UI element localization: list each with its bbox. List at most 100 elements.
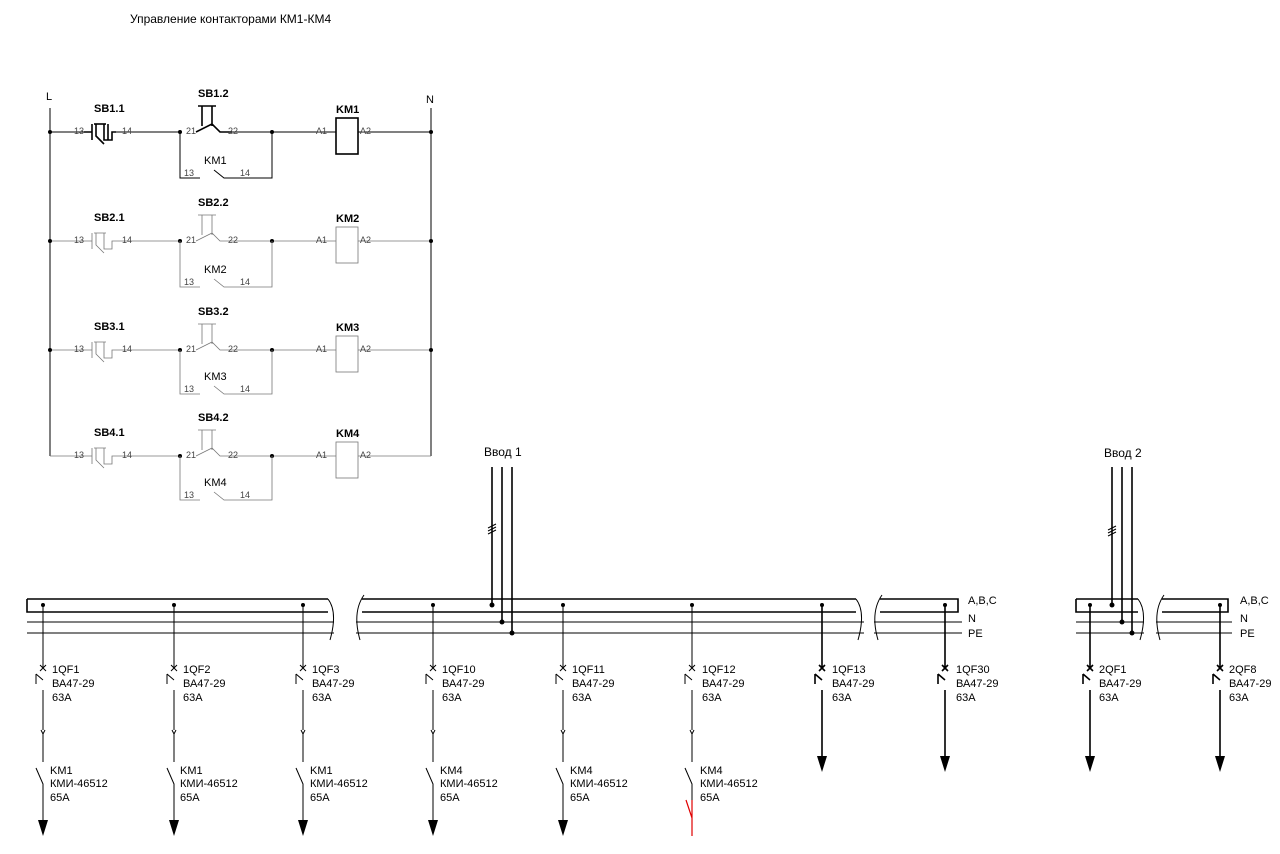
svg-text:KM1: KM1 — [204, 155, 227, 167]
svg-text:KM2: KM2 — [204, 264, 227, 276]
svg-text:21: 21 — [186, 450, 196, 460]
svg-text:KM3: KM3 — [336, 322, 359, 334]
svg-text:A,B,C: A,B,C — [1240, 595, 1269, 607]
svg-text:SB3.2: SB3.2 — [198, 306, 229, 318]
svg-text:2QF1: 2QF1 — [1099, 664, 1127, 676]
svg-text:14: 14 — [122, 126, 132, 136]
svg-text:13: 13 — [74, 126, 84, 136]
feeder-1qf3: 1QF3 ВА47-29 63A KM1 КМИ-46512 65A — [295, 603, 368, 836]
svg-text:A1: A1 — [316, 126, 327, 136]
svg-text:13: 13 — [184, 384, 194, 394]
svg-text:A2: A2 — [360, 450, 371, 460]
feeder-1qf1: 1QF1 ВА47-29 63A KM1 КМИ-46512 65A — [35, 603, 108, 836]
svg-text:A1: A1 — [316, 235, 327, 245]
svg-text:ВА47-29: ВА47-29 — [312, 678, 354, 690]
svg-text:КМИ-46512: КМИ-46512 — [700, 778, 758, 790]
svg-text:A1: A1 — [316, 450, 327, 460]
svg-text:1QF13: 1QF13 — [832, 664, 866, 676]
svg-text:ВА47-29: ВА47-29 — [702, 678, 744, 690]
svg-text:14: 14 — [122, 344, 132, 354]
feeder-2qf1: 2QF1 ВА47-29 63A — [1082, 603, 1141, 772]
svg-text:A,B,C: A,B,C — [968, 595, 997, 607]
svg-text:ВА47-29: ВА47-29 — [956, 678, 998, 690]
svg-text:SB4.1: SB4.1 — [94, 427, 125, 439]
svg-text:14: 14 — [240, 168, 250, 178]
svg-text:KM1: KM1 — [180, 765, 203, 777]
svg-text:A2: A2 — [360, 126, 371, 136]
svg-text:KM4: KM4 — [440, 765, 463, 777]
svg-text:63A: 63A — [572, 692, 592, 704]
svg-text:KM2: KM2 — [336, 213, 359, 225]
svg-text:SB1.2: SB1.2 — [198, 88, 229, 100]
svg-text:KM1: KM1 — [50, 765, 73, 777]
svg-text:21: 21 — [186, 344, 196, 354]
svg-text:1QF2: 1QF2 — [183, 664, 211, 676]
svg-text:21: 21 — [186, 235, 196, 245]
svg-text:63A: 63A — [442, 692, 462, 704]
stop-button-sb3-1: SB3.1 13 14 — [74, 321, 132, 363]
svg-text:65A: 65A — [310, 792, 330, 804]
svg-text:14: 14 — [240, 384, 250, 394]
svg-text:КМИ-46512: КМИ-46512 — [310, 778, 368, 790]
svg-text:ВА47-29: ВА47-29 — [442, 678, 484, 690]
svg-text:ВА47-29: ВА47-29 — [572, 678, 614, 690]
svg-text:KM4: KM4 — [570, 765, 593, 777]
feeder-1qf13: 1QF13 ВА47-29 63A — [814, 603, 874, 772]
highlight-conductor — [685, 799, 693, 836]
svg-text:1QF3: 1QF3 — [312, 664, 340, 676]
svg-text:14: 14 — [122, 235, 132, 245]
aux-contact-km4: KM4 13 14 — [179, 456, 273, 501]
svg-text:63A: 63A — [1099, 692, 1119, 704]
start-button-sb4-2: SB4.2 21 22 — [186, 412, 238, 460]
rung-4: SB4.1 13 14 SB4.2 21 22 KM4 13 14 KM4 A1… — [50, 412, 431, 501]
svg-text:63A: 63A — [1229, 692, 1249, 704]
svg-text:SB1.1: SB1.1 — [94, 103, 125, 115]
svg-text:13: 13 — [74, 450, 84, 460]
rung-2: SB2.1 13 14 SB2.2 21 22 KM2 13 14 KM2 A1… — [48, 197, 433, 288]
stop-button-sb1-1: SB1.1 13 14 — [74, 103, 132, 145]
svg-text:22: 22 — [228, 235, 238, 245]
svg-text:КМИ-46512: КМИ-46512 — [570, 778, 628, 790]
svg-text:A2: A2 — [360, 344, 371, 354]
svg-text:14: 14 — [240, 490, 250, 500]
svg-text:13: 13 — [184, 168, 194, 178]
control-circuit: L N SB1.1 13 14 SB1.2 — [46, 88, 434, 501]
svg-text:65A: 65A — [570, 792, 590, 804]
aux-contact-km1: KM1 13 14 — [179, 132, 273, 179]
svg-text:PE: PE — [968, 628, 983, 640]
feeder-1qf10: 1QF10 ВА47-29 63A KM4 КМИ-46512 65A — [425, 603, 498, 836]
svg-text:PE: PE — [1240, 628, 1255, 640]
feeder-1qf30: 1QF30 ВА47-29 63A — [937, 603, 998, 772]
svg-text:KM1: KM1 — [310, 765, 333, 777]
svg-text:22: 22 — [228, 450, 238, 460]
input-1-label: Ввод 1 — [484, 445, 522, 459]
svg-text:13: 13 — [74, 344, 84, 354]
start-button-sb2-2: SB2.2 21 22 — [186, 197, 238, 245]
svg-text:65A: 65A — [440, 792, 460, 804]
start-button-sb3-2: SB3.2 21 22 — [186, 306, 238, 354]
svg-text:22: 22 — [228, 344, 238, 354]
diagram-title: Управление контакторами КМ1-КМ4 — [130, 12, 331, 26]
svg-text:65A: 65A — [180, 792, 200, 804]
svg-text:N: N — [1240, 613, 1248, 625]
left-rail-label: L — [46, 91, 52, 103]
svg-text:14: 14 — [240, 277, 250, 287]
svg-text:KM4: KM4 — [204, 477, 227, 489]
svg-text:KM4: KM4 — [700, 765, 723, 777]
feeder-2qf8: 2QF8 ВА47-29 63A — [1212, 603, 1271, 772]
svg-text:63A: 63A — [832, 692, 852, 704]
coil-km3: KM3 A1 A2 — [316, 322, 371, 373]
svg-text:КМИ-46512: КМИ-46512 — [50, 778, 108, 790]
svg-text:КМИ-46512: КМИ-46512 — [180, 778, 238, 790]
busbar-3: A,B,C N PE — [874, 595, 997, 640]
svg-text:22: 22 — [228, 126, 238, 136]
svg-text:1QF11: 1QF11 — [572, 664, 605, 676]
svg-text:SB3.1: SB3.1 — [94, 321, 125, 333]
rung-3: SB3.1 13 14 SB3.2 21 22 KM3 13 14 KM3 A1… — [48, 306, 433, 395]
aux-contact-km3: KM3 13 14 — [179, 350, 273, 395]
input-1: Ввод 1 — [484, 445, 522, 636]
svg-text:1QF12: 1QF12 — [702, 664, 736, 676]
feeder-1qf12: 1QF12 ВА47-29 63A KM4 КМИ-46512 65A — [684, 603, 758, 836]
aux-contact-km2: KM2 13 14 — [179, 241, 273, 288]
